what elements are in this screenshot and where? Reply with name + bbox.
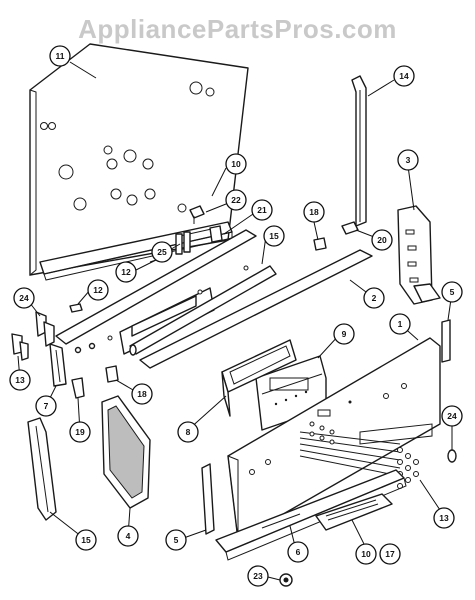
callout-13-left: 13 [9, 369, 31, 391]
callout-18-lower: 18 [131, 383, 153, 405]
svg-text:17: 17 [385, 549, 395, 559]
svg-text:12: 12 [121, 267, 131, 277]
svg-text:4: 4 [126, 531, 131, 541]
svg-text:6: 6 [296, 547, 301, 557]
svg-text:3: 3 [406, 155, 411, 165]
callout-24-left: 24 [13, 287, 35, 309]
svg-text:5: 5 [174, 535, 179, 545]
callout-5-right: 5 [441, 281, 463, 303]
part-screw-left-a [74, 346, 82, 354]
svg-text:13: 13 [439, 513, 449, 523]
callout-12-upper: 12 [115, 261, 137, 283]
part-clip-20 [341, 221, 359, 235]
svg-text:13: 13 [15, 375, 25, 385]
svg-text:22: 22 [231, 195, 241, 205]
callout-25: 25 [151, 241, 173, 263]
svg-text:10: 10 [361, 549, 371, 559]
callout-1: 1 [389, 313, 411, 335]
svg-text:24: 24 [19, 293, 29, 303]
svg-text:24: 24 [447, 411, 457, 421]
svg-text:20: 20 [377, 235, 387, 245]
svg-text:11: 11 [56, 51, 65, 61]
part-side-bracket [397, 205, 441, 305]
callout-3: 3 [397, 149, 419, 171]
part-switch-22 [189, 205, 205, 224]
svg-text:19: 19 [75, 427, 85, 437]
svg-text:12: 12 [93, 285, 103, 295]
part-screw-left-b [88, 342, 96, 350]
svg-text:18: 18 [137, 389, 147, 399]
part-clip-19 [71, 377, 85, 399]
part-rod-15-lower [27, 417, 57, 521]
part-knob-23 [279, 573, 293, 587]
svg-text:5: 5 [450, 287, 455, 297]
part-left-bracket-13 [11, 333, 29, 361]
part-filter-panel [101, 395, 151, 509]
callout-11: 11 [49, 45, 71, 67]
part-switch-21 [209, 225, 223, 243]
callout-19: 19 [69, 421, 91, 443]
part-window-frame [221, 339, 297, 417]
callout-10-upper: 10 [225, 153, 247, 175]
svg-text:21: 21 [257, 205, 267, 215]
svg-text:18: 18 [309, 207, 319, 217]
callout-23: 23 [247, 565, 269, 587]
part-strip-5-right [441, 319, 451, 363]
callout-15-upper: 15 [263, 225, 285, 247]
part-lower-vent [315, 493, 393, 531]
part-right-side-strip [351, 75, 367, 227]
callout-12-lower: 12 [87, 279, 109, 301]
callout-18-upper: 18 [303, 201, 325, 223]
callout-8: 8 [177, 421, 199, 443]
part-strip-5-lower [201, 463, 215, 535]
svg-text:7: 7 [44, 401, 49, 411]
part-block-18-lower [105, 365, 119, 383]
part-main-control-panel [227, 337, 441, 541]
part-screw-12-lower [69, 303, 83, 313]
part-block-18-upper [313, 237, 327, 251]
callout-7: 7 [35, 395, 57, 417]
svg-text:15: 15 [269, 231, 279, 241]
svg-text:15: 15 [81, 535, 91, 545]
part-left-bracket-7 [49, 343, 67, 387]
svg-text:23: 23 [253, 571, 263, 581]
callout-14: 14 [393, 65, 415, 87]
svg-text:9: 9 [342, 329, 347, 339]
callout-13-right: 13 [433, 507, 455, 529]
callout-21: 21 [251, 199, 273, 221]
part-knob-24 [447, 449, 457, 463]
part-rod-15-upper [129, 265, 277, 356]
svg-text:14: 14 [399, 71, 409, 81]
svg-text:2: 2 [372, 293, 377, 303]
callout-4: 4 [117, 525, 139, 547]
part-left-bracket-24 [35, 311, 55, 347]
callout-2: 2 [363, 287, 385, 309]
svg-text:8: 8 [186, 427, 191, 437]
watermark-text: AppliancePartsPros.com [78, 14, 397, 44]
part-lower-rail [215, 469, 407, 561]
callout-24-right: 24 [441, 405, 463, 427]
svg-text:1: 1 [398, 319, 403, 329]
callout-10-lower: 10 [355, 543, 377, 565]
callout-6: 6 [287, 541, 309, 563]
callouts: 11 14 10 22 21 3 18 20 [9, 45, 463, 587]
callout-5-lower: 5 [165, 529, 187, 551]
callout-17: 17 [379, 543, 401, 565]
callout-22: 22 [225, 189, 247, 211]
callout-9: 9 [333, 323, 355, 345]
callout-15-lower: 15 [75, 529, 97, 551]
svg-text:25: 25 [157, 247, 167, 257]
callout-20: 20 [371, 229, 393, 251]
svg-text:10: 10 [231, 159, 241, 169]
